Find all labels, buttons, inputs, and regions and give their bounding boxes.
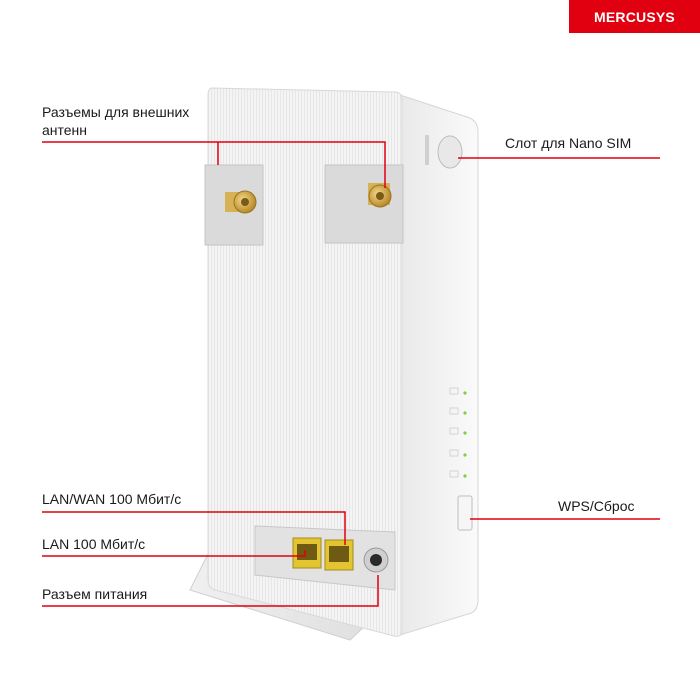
- callout-line-lan: [42, 550, 306, 557]
- brand-logo: MERCUSYS: [569, 0, 700, 33]
- callout-line-antennas: [42, 141, 386, 188]
- status-leds: [449, 387, 467, 478]
- wps-reset-button: [457, 495, 473, 531]
- router-side-panel: [399, 94, 479, 636]
- sim-slot: [425, 135, 463, 169]
- callout-line-power: [42, 575, 379, 607]
- port-panel: [254, 525, 396, 591]
- antenna-connector-right: [324, 164, 404, 244]
- label-power: Разъем питания: [42, 586, 148, 602]
- callout-lines: [42, 141, 660, 607]
- label-lan-wan: LAN/WAN 100 Мбит/с: [42, 491, 182, 507]
- label-wps-reset: WPS/Сброс: [558, 498, 635, 514]
- label-sim-slot: Слот для Nano SIM: [505, 135, 632, 151]
- antenna-connector-left: [204, 164, 264, 246]
- label-antenna-connectors: Разъемы для внешних антенн: [42, 104, 190, 138]
- label-lan: LAN 100 Мбит/с: [42, 536, 146, 552]
- callout-line-lan-wan: [42, 511, 346, 545]
- brand-logo-text: MERCUSYS: [594, 8, 675, 25]
